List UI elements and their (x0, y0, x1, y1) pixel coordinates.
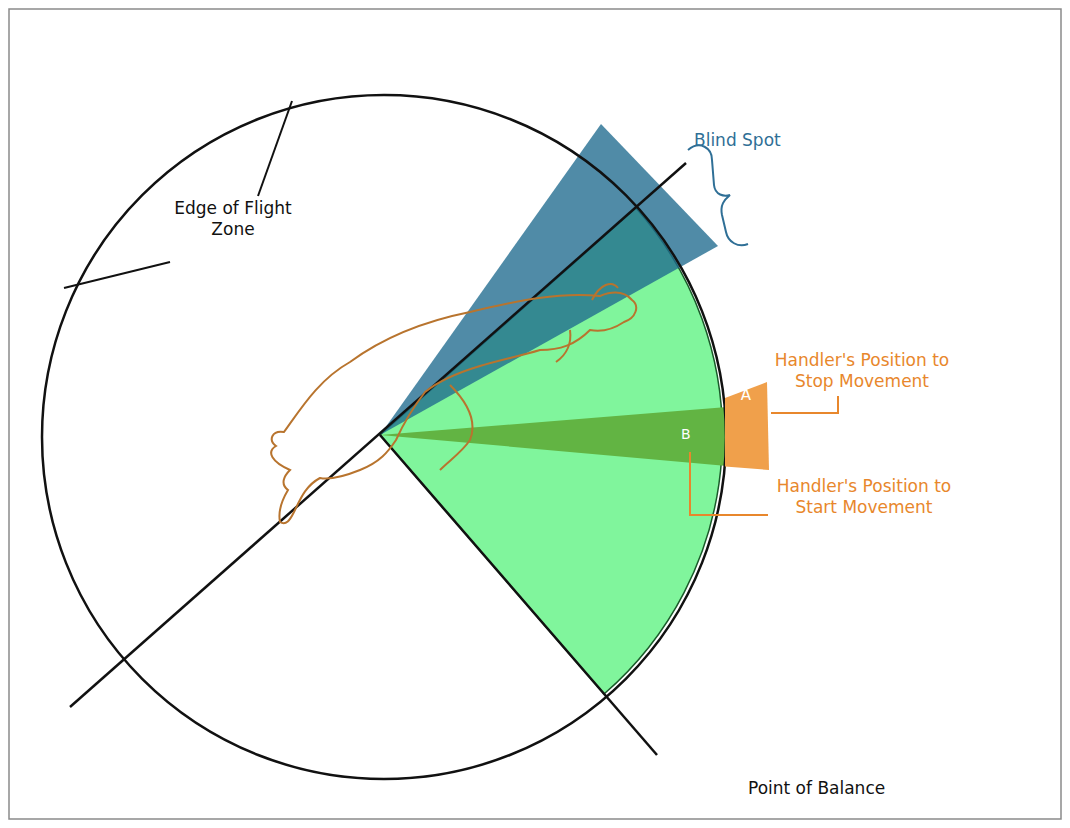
handler-marker: A (723, 380, 769, 470)
handler-wedge (380, 407, 727, 466)
point-of-balance-line (380, 435, 657, 755)
animal-outline (271, 293, 636, 524)
animal-detail (556, 284, 618, 362)
leader-line (258, 101, 292, 196)
zone-label: Edge of Flight Zone (172, 198, 294, 239)
position-letter: A (723, 380, 769, 404)
position-letter: B (681, 426, 701, 443)
handler-label: Handler's Position to Stop Movement (768, 350, 956, 391)
leader-line (64, 262, 170, 288)
balance-label: Point of Balance (748, 778, 928, 799)
blind-spot-label: Blind Spot (694, 130, 824, 151)
frame (9, 9, 1061, 819)
flight-zone-circle (42, 95, 726, 779)
handler-label: Handler's Position to Start Movement (768, 476, 960, 517)
axis-line (70, 163, 686, 707)
leader-line (771, 396, 838, 413)
bracket (688, 145, 748, 245)
